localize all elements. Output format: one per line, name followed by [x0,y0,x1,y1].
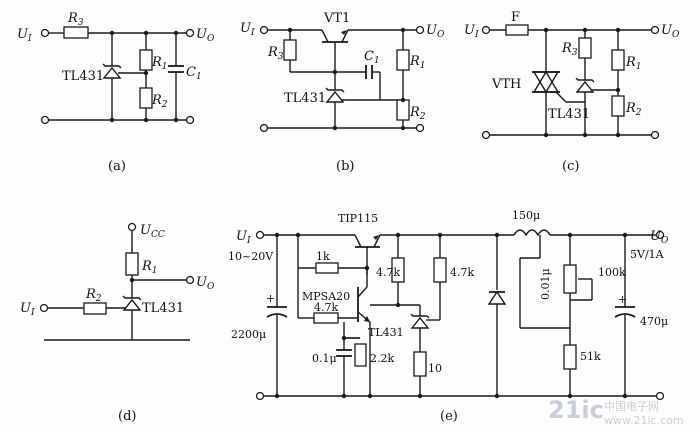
watermark-cn: 中国电子网 [604,400,659,413]
e-r1k-label: 1k [316,250,330,263]
a-r3-label: R3 [67,11,84,28]
c-tl431-label: TL431 [548,107,590,122]
e-r47c-label: 4.7k [450,266,474,279]
e-c01-label: 0.1μ [312,352,337,365]
b-r3-label: R3 [267,45,284,62]
a-r1-label: R1 [151,55,168,72]
e-r22-label: 2.2k [370,352,394,365]
c-vth-label: VTH [491,77,521,92]
e-r47b-label: 4.7k [314,301,338,314]
d-tl431-label: TL431 [142,301,184,316]
a-tl431-label: TL431 [62,69,104,84]
e-c001-label: 0.01μ [539,268,552,300]
e-r47a-label: 4.7k [376,266,400,279]
b-r1-label: R1 [409,54,426,71]
circuit-c [481,24,660,140]
b-c1-label: C1 [364,49,380,66]
circuit-d [39,222,195,341]
e-input-label: UI [236,229,251,246]
e-output-label: UO [650,229,669,246]
e-mpsa20-label: MPSA20 [302,290,350,303]
a-r2-label: R2 [151,93,168,110]
b-output-label: UO [426,23,445,40]
e-input-range: 10~20V [228,250,274,263]
circuit-b [259,25,425,133]
watermark-logo: 21ic [548,396,604,424]
a-output-label: UO [196,27,215,44]
e-plus-in: + [266,292,275,305]
b-r2-label: R2 [409,105,426,122]
d-output-label: UO [196,275,215,292]
e-plus-out: + [618,293,627,306]
c-fuse-label: F [511,10,520,25]
a-input-label: UI [17,27,32,44]
d-r1-label: R1 [141,259,158,276]
b-caption: (b) [336,159,354,174]
c-input-label: UI [464,23,479,40]
e-c470-label: 470μ [640,315,668,328]
e-pot-label: 100k [598,266,626,279]
c-caption: (c) [562,159,579,174]
circuit-a [40,26,195,125]
watermark-url: www.21ic.com [604,414,684,427]
d-input-label: UI [20,301,35,318]
b-input-label: UI [240,21,255,38]
circuit-e [255,229,665,401]
d-r2-label: R2 [85,287,102,304]
c-r2-label: R2 [625,101,642,118]
a-caption: (a) [108,159,126,174]
e-tip115-label: TIP115 [338,212,378,225]
d-caption: (d) [118,409,136,424]
c-r3-label: R3 [561,41,578,58]
e-inductor-label: 150μ [512,209,540,222]
e-caption: (e) [440,409,458,424]
c-output-label: UO [661,23,680,40]
b-vt1-label: VT1 [323,11,350,26]
e-r51-label: 51k [580,350,601,363]
a-c1-label: C1 [186,65,202,82]
b-tl431-label: TL431 [284,91,326,106]
d-ucc-label: UCC [140,223,165,240]
e-r10-label: 10 [428,362,442,375]
e-tl431-label: TL431 [368,326,404,339]
c-r1-label: R1 [625,55,642,72]
e-c2200-label: 2200μ [231,328,266,341]
e-output-spec: 5V/1A [630,248,665,261]
